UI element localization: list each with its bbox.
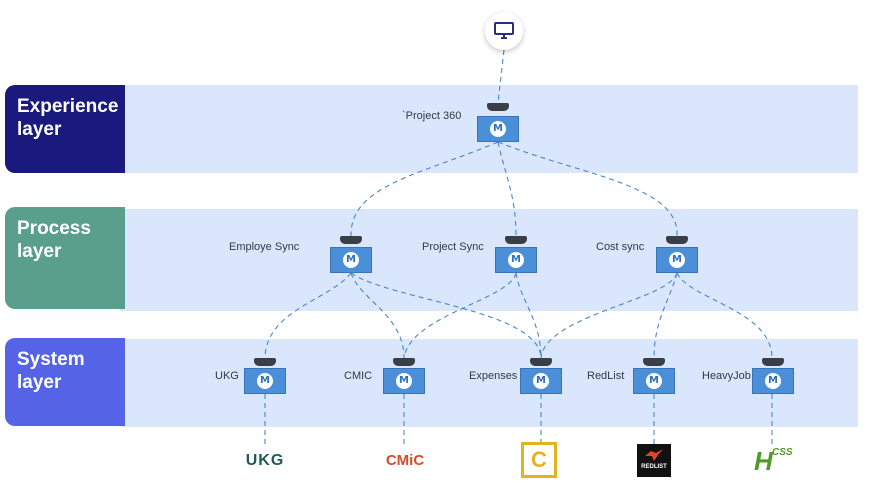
api-label-expenses: Expenses [469, 370, 518, 382]
api-label-ukg: UKG [215, 370, 239, 382]
monitor-icon [494, 22, 514, 39]
api-node-redlist[interactable]: M [633, 358, 675, 394]
hcss-logo: H CSS [752, 446, 798, 476]
link-project-cmic [403, 272, 517, 359]
link-client-project360 [497, 49, 505, 104]
redlist-logo: REDLIST [637, 444, 671, 477]
link-cost-heavyjob [676, 272, 773, 359]
system-layer-label: System layer [5, 338, 125, 426]
process-layer-label: Process layer [5, 207, 125, 309]
experience-layer-title: Experience layer [17, 96, 119, 140]
hcss-logo-h: H [754, 446, 773, 476]
link-employe-ukg [264, 272, 352, 359]
cmic-logo-text: CMiC [385, 452, 425, 469]
redlist-logo-text: REDLIST [641, 464, 667, 470]
mule-cap-icon [393, 358, 415, 366]
link-project360-cost [497, 141, 678, 237]
mulesoft-icon: M [508, 252, 524, 268]
api-label-redlist: RedList [587, 370, 625, 382]
mule-box: M [495, 247, 537, 273]
system-layer-title: System layer [17, 349, 85, 393]
link-cost-redlist [653, 272, 678, 359]
mule-box: M [244, 368, 286, 394]
mule-box: M [520, 368, 562, 394]
mule-box: M [477, 116, 519, 142]
expenses-logo-text: C [531, 447, 547, 472]
mulesoft-icon: M [646, 373, 662, 389]
ukg-logo-text: UKG [245, 452, 285, 469]
ukg-logo: UKG [243, 452, 287, 472]
api-label-project-sync: Project Sync [422, 241, 484, 253]
mule-cap-icon [505, 236, 527, 244]
expenses-logo: C [521, 442, 557, 478]
mule-box: M [656, 247, 698, 273]
mule-cap-icon [530, 358, 552, 366]
api-node-cost-sync[interactable]: M [656, 236, 698, 273]
api-label-heavyjob: HeavyJob [702, 370, 751, 382]
mulesoft-icon: M [533, 373, 549, 389]
api-node-cmic[interactable]: M [383, 358, 425, 394]
mule-box: M [330, 247, 372, 273]
api-label-project-360: `Project 360 [402, 110, 462, 122]
mulesoft-icon: M [396, 373, 412, 389]
mule-box: M [633, 368, 675, 394]
mule-box: M [383, 368, 425, 394]
system-layer-band [120, 339, 858, 427]
cmic-logo: CMiC [382, 452, 428, 472]
api-node-project-sync[interactable]: M [495, 236, 537, 273]
api-node-heavyjob[interactable]: M [752, 358, 794, 394]
link-project360-project [497, 141, 517, 237]
api-node-expenses[interactable]: M [520, 358, 562, 394]
api-label-cmic: CMIC [344, 370, 373, 382]
mule-cap-icon [487, 103, 509, 111]
mule-box: M [752, 368, 794, 394]
link-cost-expenses [540, 272, 678, 359]
mulesoft-icon: M [765, 373, 781, 389]
redlist-bird-icon [645, 449, 663, 461]
hcss-logo-text: CSS [772, 447, 793, 458]
mule-cap-icon [666, 236, 688, 244]
mulesoft-icon: M [257, 373, 273, 389]
mule-cap-icon [643, 358, 665, 366]
mule-cap-icon [254, 358, 276, 366]
mule-cap-icon [762, 358, 784, 366]
mulesoft-icon: M [343, 252, 359, 268]
link-employe-cmic [350, 272, 405, 359]
client-node[interactable] [485, 12, 523, 50]
api-label-employe-sync: Employe Sync [229, 241, 300, 253]
mulesoft-icon: M [669, 252, 685, 268]
experience-layer-label: Experience layer [5, 85, 125, 173]
api-node-ukg[interactable]: M [244, 358, 286, 394]
mulesoft-icon: M [490, 121, 506, 137]
link-employe-expenses [350, 272, 542, 359]
process-layer-band [120, 209, 858, 311]
api-label-cost-sync: Cost sync [596, 241, 645, 253]
mule-cap-icon [340, 236, 362, 244]
process-layer-title: Process layer [17, 218, 91, 262]
link-project360-employe [350, 141, 499, 237]
api-node-project-360[interactable]: M [477, 103, 519, 142]
link-project-expenses [515, 272, 542, 359]
api-node-employe-sync[interactable]: M [330, 236, 372, 273]
